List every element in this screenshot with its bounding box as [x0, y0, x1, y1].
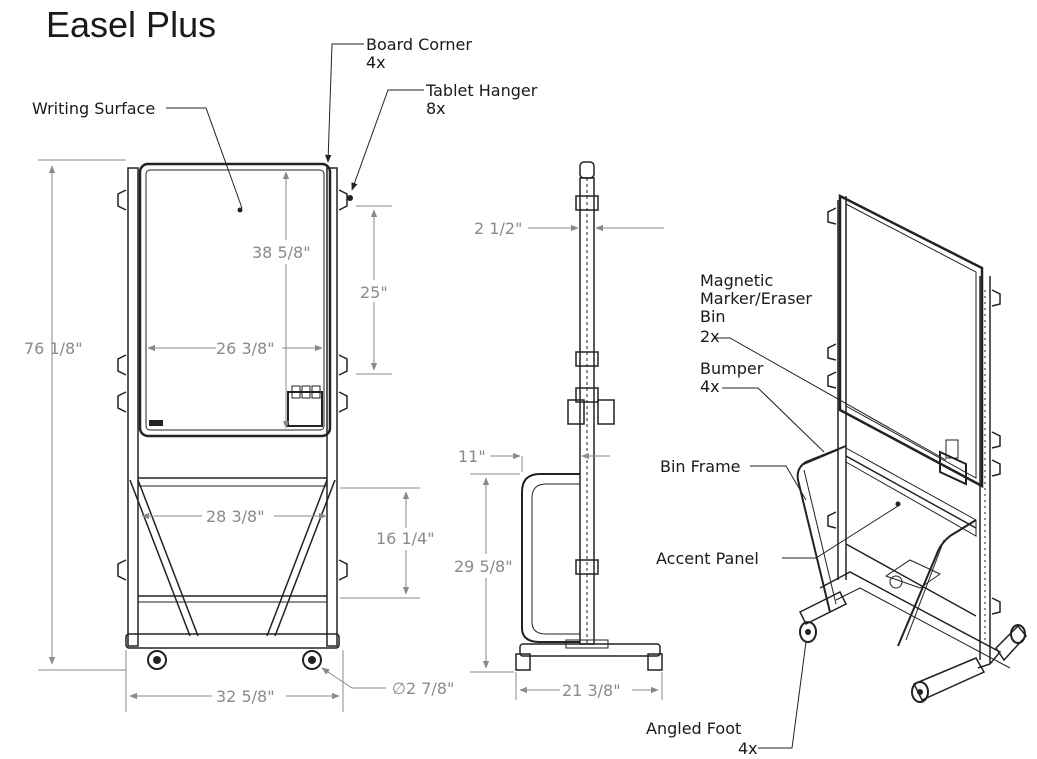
wheel-diameter-text: ∅2 7/8" — [392, 679, 454, 698]
side-view: 2 1/2" 11" 29 5/8" 21 3/8" — [452, 161, 664, 702]
magnetic-bin-label-1: Magnetic — [700, 271, 773, 290]
front-writing-surface — [138, 162, 332, 438]
writing-surface-label: Writing Surface — [32, 99, 155, 118]
board-corner-qty: 4x — [366, 53, 386, 72]
bumper-qty: 4x — [700, 377, 720, 396]
angled-foot-leader — [758, 641, 807, 749]
side-wheel-right — [647, 653, 663, 671]
angled-foot-label: Angled Foot — [646, 719, 741, 738]
base-depth-text: 21 3/8" — [562, 681, 621, 700]
diagram-title: Easel Plus — [46, 4, 217, 45]
writing-surface-leader — [166, 107, 243, 209]
front-view: 76 1/8" 38 5/8" 26 3/8" 25" 28 3/8" 16 1… — [24, 159, 454, 712]
iso-view — [796, 193, 1027, 703]
front-bin-frame-left — [129, 479, 199, 637]
front-left-post — [127, 167, 139, 647]
iso-base-rail — [819, 571, 1002, 669]
iso-marker-bin — [939, 450, 967, 486]
bin-frame-height-text: 29 5/8" — [454, 557, 513, 576]
iso-wheel-3 — [1010, 624, 1026, 644]
surface-height-text: 38 5/8" — [252, 243, 311, 262]
magnetic-bin-leader — [714, 337, 947, 461]
front-marker-bin — [287, 391, 323, 427]
front-tablet-hangers — [117, 189, 348, 581]
magnetic-bin-label-3: Bin — [700, 307, 726, 326]
bin-frame-leader — [750, 465, 807, 501]
front-base — [125, 633, 340, 649]
iso-foot-left — [798, 590, 848, 626]
side-wheel-left — [515, 653, 531, 671]
side-hangers — [575, 195, 599, 575]
magnetic-bin-qty: 2x — [700, 327, 720, 346]
accent-height-text: 16 1/4" — [376, 529, 435, 548]
side-base — [519, 643, 661, 657]
front-right-post — [326, 167, 338, 647]
angled-foot-qty: 4x — [738, 739, 758, 758]
accent-panel-label: Accent Panel — [656, 549, 759, 568]
iso-foot-front — [912, 657, 986, 701]
iso-writing-surface — [838, 193, 984, 489]
board-corner-label: Board Corner — [366, 35, 472, 54]
tablet-hanger-label: Tablet Hanger — [425, 81, 538, 100]
accent-panel-leader — [782, 505, 899, 559]
iso-wheel-2 — [911, 681, 929, 703]
iso-bin-frame-left — [796, 445, 847, 613]
bumper-leader — [722, 387, 825, 453]
wheel-diameter-leader — [321, 667, 386, 689]
iso-bin-frame-right — [897, 519, 977, 647]
front-wheel-right — [302, 650, 322, 670]
magnetic-bin-label-2: Marker/Eraser — [700, 289, 812, 308]
iso-accent-panel — [845, 455, 977, 617]
iso-tablet-hangers — [827, 207, 1001, 615]
accent-width-text: 28 3/8" — [206, 507, 265, 526]
front-bin-frame-right — [266, 479, 336, 637]
tablet-hanger-leader — [351, 89, 424, 191]
surface-width-text: 26 3/8" — [216, 339, 275, 358]
side-marker-bin-right — [597, 399, 615, 425]
hanger-spacing-text: 25" — [360, 283, 388, 302]
bin-frame-label: Bin Frame — [660, 457, 741, 476]
bin-frame-depth-text: 11" — [458, 447, 486, 466]
overall-height-text: 76 1/8" — [24, 339, 83, 358]
board-corner-leader — [325, 43, 364, 163]
bumper-label: Bumper — [700, 359, 764, 378]
tablet-hanger-qty: 8x — [426, 99, 446, 118]
side-marker-bin-left — [567, 399, 585, 425]
post-depth-text: 2 1/2" — [474, 219, 522, 238]
side-bin-frame — [521, 473, 580, 643]
base-width-text: 32 5/8" — [216, 687, 275, 706]
front-wheel-left — [147, 650, 167, 670]
iso-wheel-1 — [799, 621, 817, 643]
